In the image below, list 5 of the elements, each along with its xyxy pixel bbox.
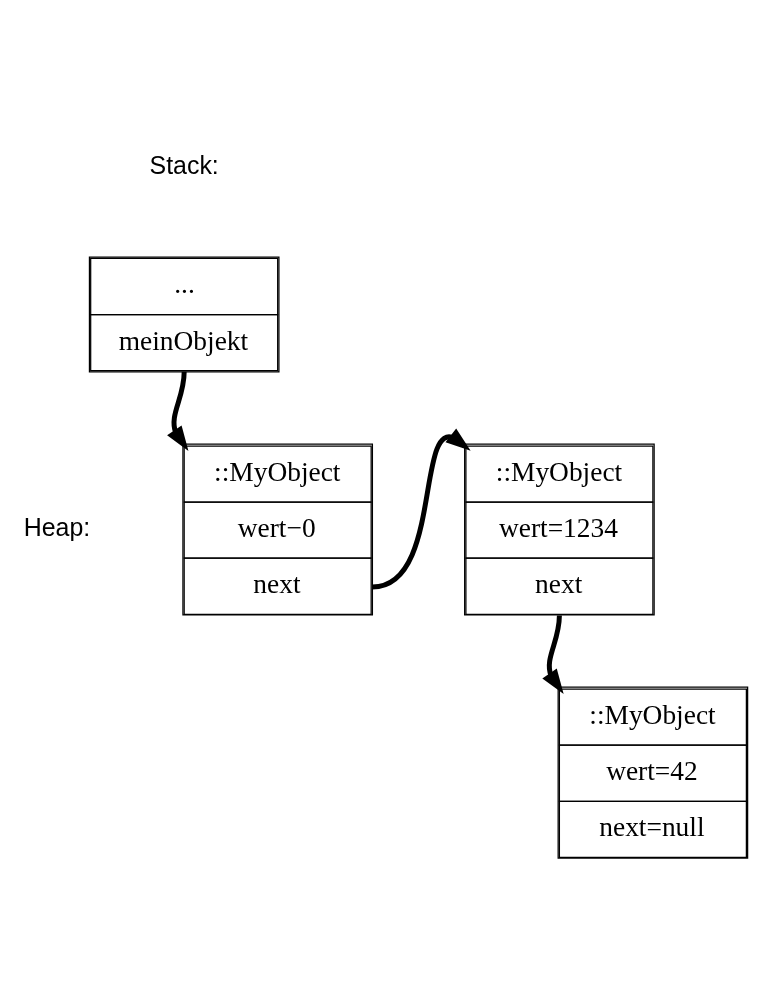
label: Stack: — [149, 150, 219, 179]
arrow — [542, 615, 564, 695]
label: Heap: — [23, 512, 91, 541]
arrow — [167, 371, 189, 452]
arrow — [371, 428, 471, 590]
